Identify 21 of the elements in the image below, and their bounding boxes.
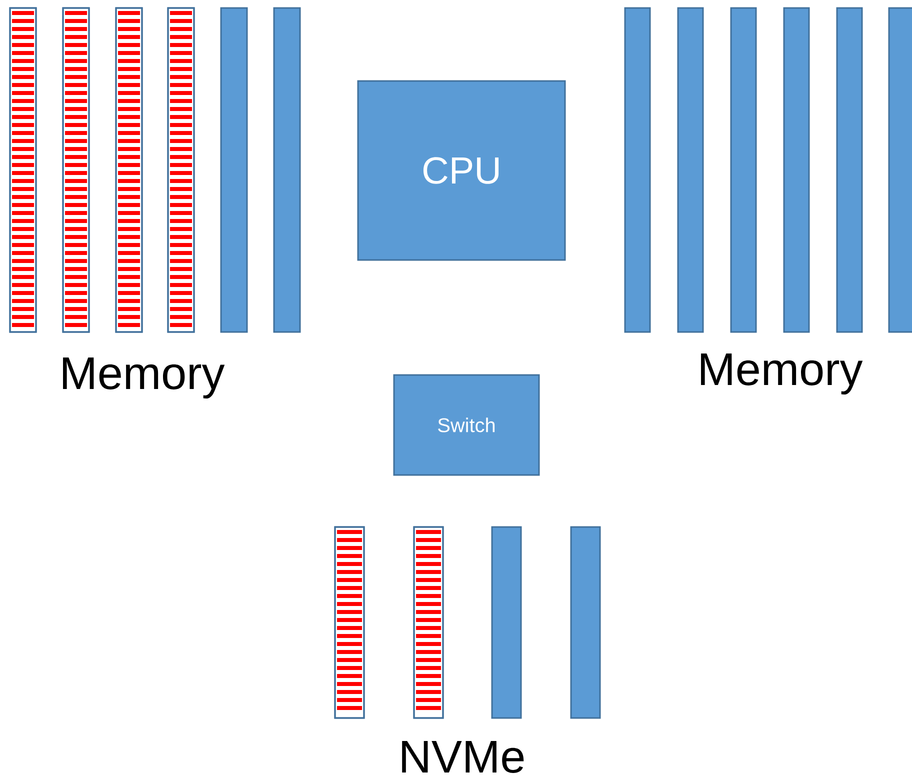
box: CPU: [357, 80, 566, 261]
group-label: Memory: [63, 357, 225, 398]
bar: [730, 7, 757, 333]
bar: [624, 7, 651, 333]
group-label: NVMe: [402, 741, 524, 773]
bar: [888, 7, 912, 333]
bar: [783, 7, 810, 333]
bar: [491, 526, 522, 719]
bar: [836, 7, 863, 333]
box: Switch: [393, 374, 540, 476]
striped-bar: [9, 7, 37, 333]
bar: [273, 7, 301, 333]
striped-bar: [62, 7, 90, 333]
striped-bar: [167, 7, 195, 333]
striped-bar: [115, 7, 143, 333]
group-label: Memory: [701, 353, 863, 394]
bar: [677, 7, 704, 333]
striped-bar: [334, 526, 365, 719]
striped-bar: [413, 526, 444, 719]
bar: [570, 526, 601, 719]
bar: [220, 7, 248, 333]
